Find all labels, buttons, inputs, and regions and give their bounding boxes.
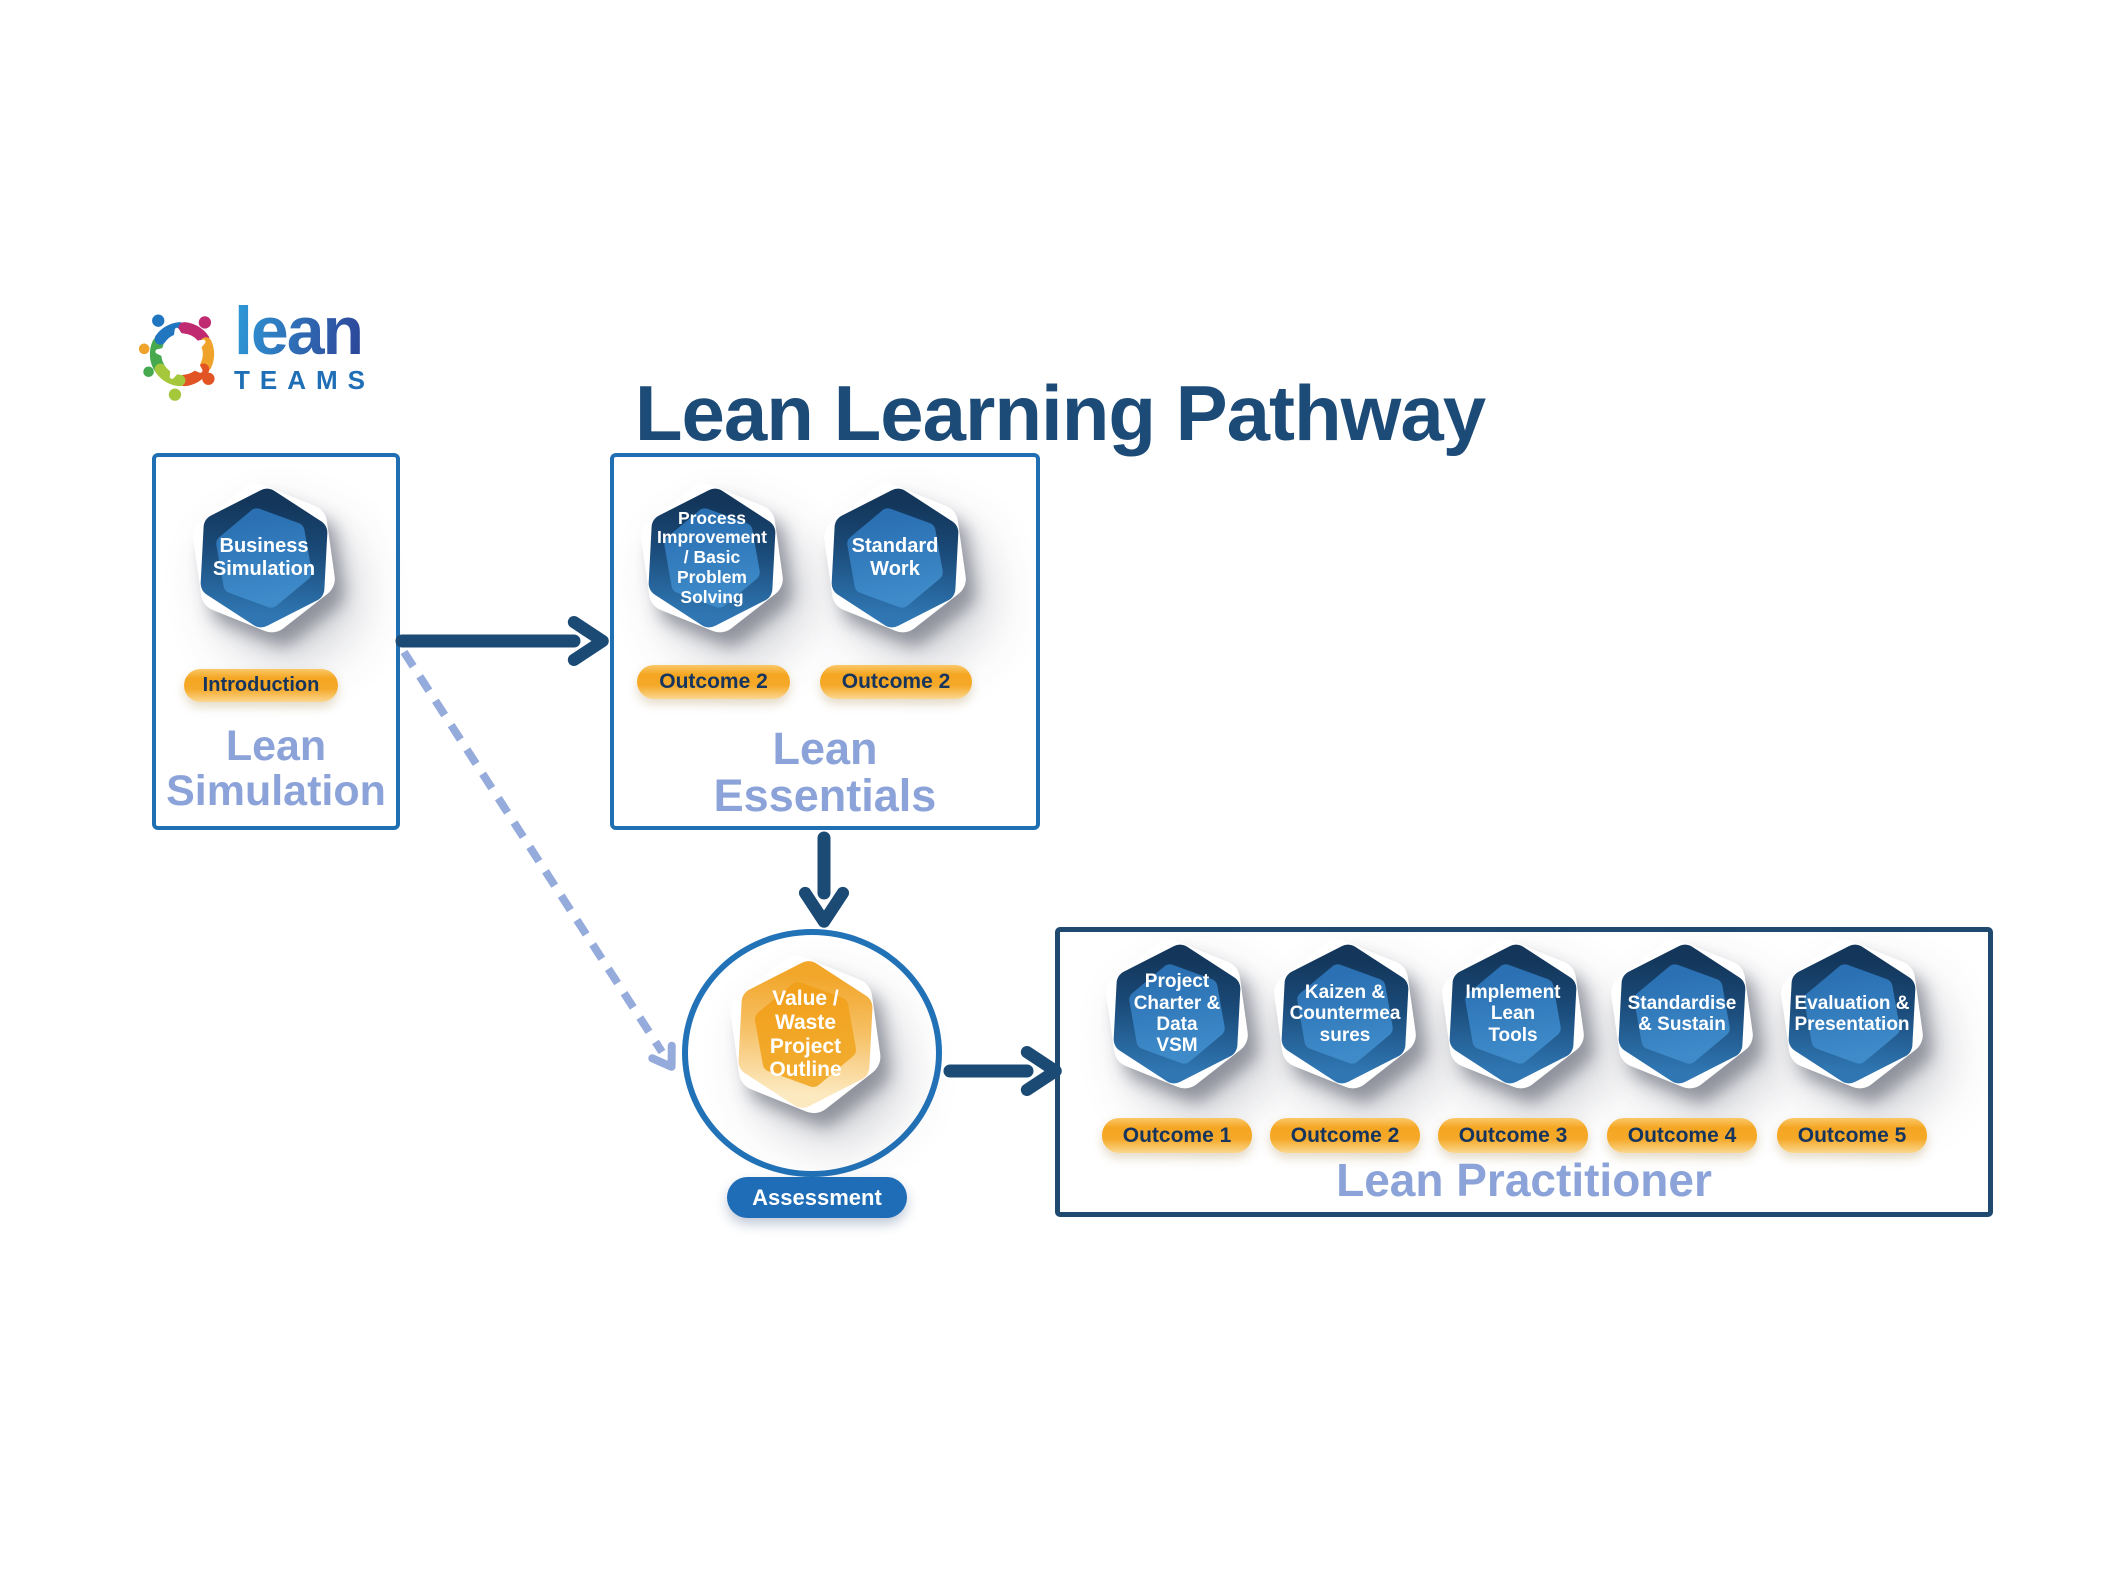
pill-outcome-2-process: Outcome 2 xyxy=(637,665,790,699)
pill-outcome-3: Outcome 3 xyxy=(1438,1118,1588,1153)
badge-label: Process Improvement / Basic Problem Solv… xyxy=(657,507,767,607)
badge-label: Business Simulation xyxy=(212,535,316,580)
badge-label: Standard Work xyxy=(851,535,939,580)
hexagon-icon xyxy=(641,483,783,633)
stage-label-lean-essentials: Lean Essentials xyxy=(713,723,937,821)
badge-process-improvement: Process Improvement / Basic Problem Solv… xyxy=(634,480,790,636)
badge-value-waste-project-outline: Value / Waste Project Outline xyxy=(723,952,888,1117)
lean-teams-wordmark: lean TEAMS xyxy=(234,297,375,396)
badge-evaluation-presentation: Evaluation & Presentation xyxy=(1774,936,1930,1092)
hexagon-icon xyxy=(1611,939,1753,1089)
badge-label: Kaizen & Countermea sures xyxy=(1289,981,1401,1046)
badge-implement-lean-tools: Implement Lean Tools xyxy=(1435,936,1591,1092)
hexagon-icon xyxy=(193,483,335,633)
page-title: Lean Learning Pathway xyxy=(634,369,1486,458)
hexagon-icon xyxy=(1442,939,1584,1089)
pill-introduction: Introduction xyxy=(184,669,338,702)
pill-outcome-4: Outcome 4 xyxy=(1607,1118,1757,1153)
hexagon-icon xyxy=(730,955,881,1114)
hexagon-icon xyxy=(824,483,966,633)
logo-sub-text: TEAMS xyxy=(234,365,375,395)
hexagon-icon xyxy=(1106,939,1248,1089)
logo-brand-text: lean xyxy=(234,297,375,365)
badge-label: Project Charter & Data VSM xyxy=(1133,971,1221,1057)
pill-assessment: Assessment xyxy=(727,1177,907,1218)
pill-outcome-1: Outcome 1 xyxy=(1102,1118,1252,1153)
lean-teams-logo: lean TEAMS xyxy=(138,297,375,402)
badge-label: Value / Waste Project Outline xyxy=(769,987,842,1082)
badge-project-charter-data-vsm: Project Charter & Data VSM xyxy=(1099,936,1255,1092)
stage-label-lean-simulation: Lean Simulation xyxy=(166,722,386,815)
stage-label-lean-practitioner: Lean Practitioner xyxy=(1336,1154,1712,1206)
pill-outcome-2-standard: Outcome 2 xyxy=(820,665,972,699)
pill-outcome-5: Outcome 5 xyxy=(1777,1118,1927,1153)
badge-kaizen-countermeasures: Kaizen & Countermea sures xyxy=(1267,936,1423,1092)
pill-outcome-2: Outcome 2 xyxy=(1270,1118,1420,1153)
hexagon-icon xyxy=(1781,939,1923,1089)
badge-standardise-sustain: Standardise & Sustain xyxy=(1604,936,1760,1092)
badge-label: Implement Lean Tools xyxy=(1465,981,1561,1046)
badge-label: Standardise & Sustain xyxy=(1627,992,1737,1035)
badge-standard-work: Standard Work xyxy=(817,480,973,636)
hexagon-icon xyxy=(1274,939,1416,1089)
badge-label: Evaluation & Presentation xyxy=(1794,992,1910,1035)
badge-business-simulation: Business Simulation xyxy=(186,480,342,636)
lean-teams-star-icon xyxy=(138,314,215,401)
